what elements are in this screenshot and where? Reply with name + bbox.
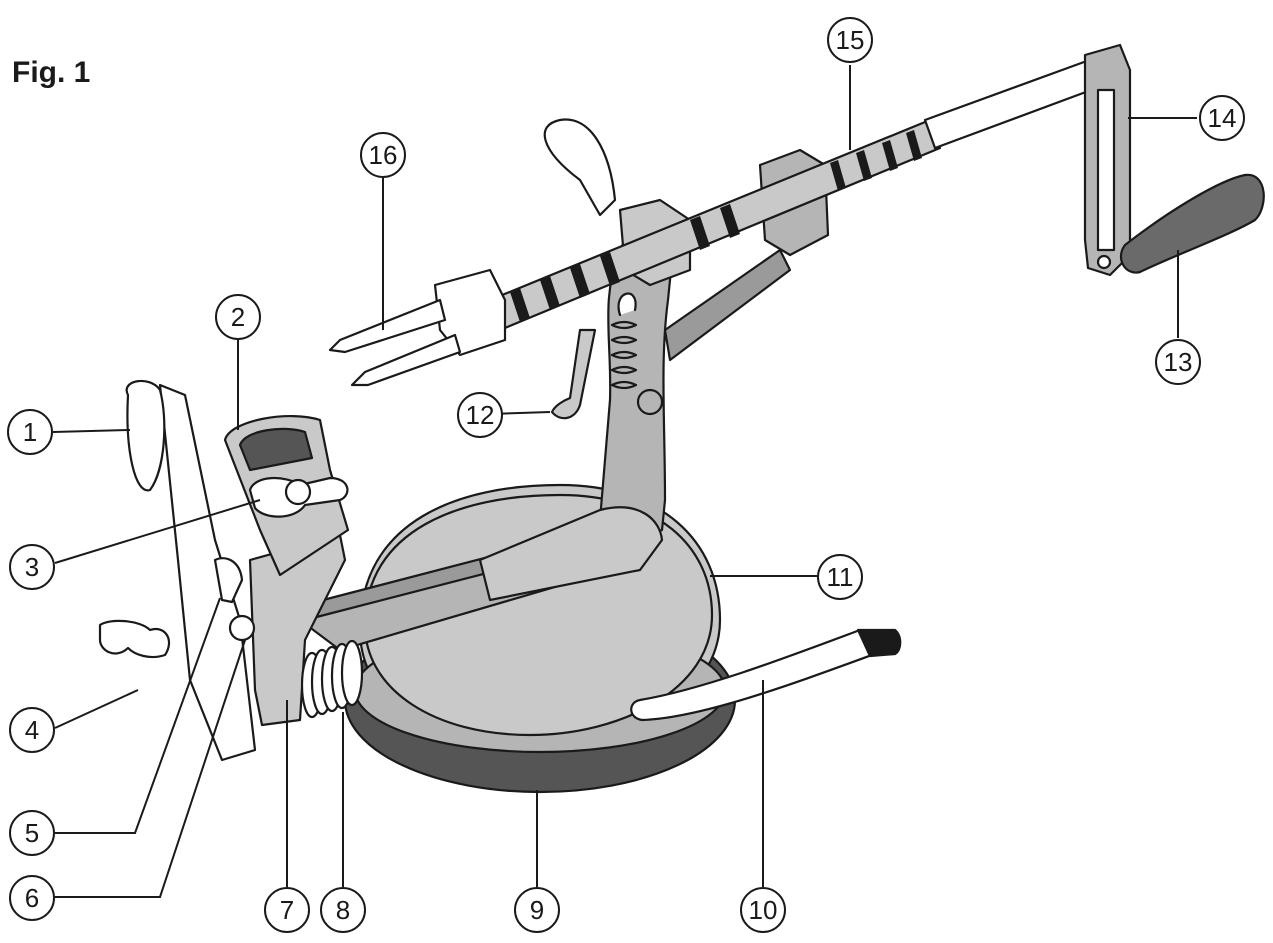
callout-markers: 1 2 3 4 5 6 7 8 9 10 11 12 13 14 15 16 [7,17,1245,933]
fork-hub [433,268,507,357]
thread-ridges [510,130,922,322]
crank-shaft [923,56,1104,150]
callout-8: 8 [320,887,366,933]
svg-text:5: 5 [25,818,39,848]
column-gusset [663,248,792,362]
callout-10: 10 [740,887,786,933]
callout-9: 9 [514,887,560,933]
release-lever [550,328,597,420]
callout-6: 6 [9,875,55,921]
callout-16: 16 [360,132,406,178]
crank-handle [1119,173,1265,274]
spring-hook [617,292,637,317]
svg-text:6: 6 [25,883,39,913]
callout-11: 11 [817,554,863,600]
crank-pivot [1096,254,1112,270]
slide-spring [300,639,364,719]
wing-nut-screw [284,478,312,506]
callout-1: 1 [7,409,53,455]
spring-post [636,388,664,416]
callout-5: 5 [9,810,55,856]
crank-arm-slot [1096,88,1116,252]
bracket-wing-nut [98,619,171,659]
peeler-bracket [158,383,257,762]
callout-leaders [52,65,1197,898]
svg-text:10: 10 [749,895,778,925]
callout-12: 12 [457,392,503,438]
callout-2: 2 [215,294,261,340]
adjustment-screw [228,614,256,642]
column-foot [478,506,664,602]
svg-text:14: 14 [1208,103,1237,133]
svg-text:9: 9 [530,895,544,925]
release-spring [610,320,638,390]
spindle-blade [543,118,617,217]
svg-text:7: 7 [280,895,294,925]
fork-prong-lower [350,333,462,387]
callout-13: 13 [1155,339,1201,385]
callout-15: 15 [827,17,873,63]
figure-title: Fig. 1 [12,56,91,89]
svg-text:8: 8 [336,895,350,925]
peeler-blade [125,379,166,492]
svg-text:15: 15 [836,25,865,55]
svg-text:11: 11 [827,562,854,592]
fork-prong-upper [328,298,447,354]
callout-4: 4 [9,707,55,753]
svg-text:3: 3 [25,552,39,582]
svg-text:4: 4 [25,715,39,745]
callout-7: 7 [264,887,310,933]
svg-text:16: 16 [369,140,398,170]
svg-text:12: 12 [466,400,495,430]
callout-3: 3 [9,544,55,590]
blade-holder-window [238,427,314,472]
suction-lever [630,628,874,722]
svg-text:2: 2 [231,302,245,332]
suction-lever-tip [856,628,902,658]
svg-text:13: 13 [1164,347,1193,377]
svg-text:1: 1 [23,417,37,447]
callout-14: 14 [1199,95,1245,141]
bracket-clip [213,557,244,604]
